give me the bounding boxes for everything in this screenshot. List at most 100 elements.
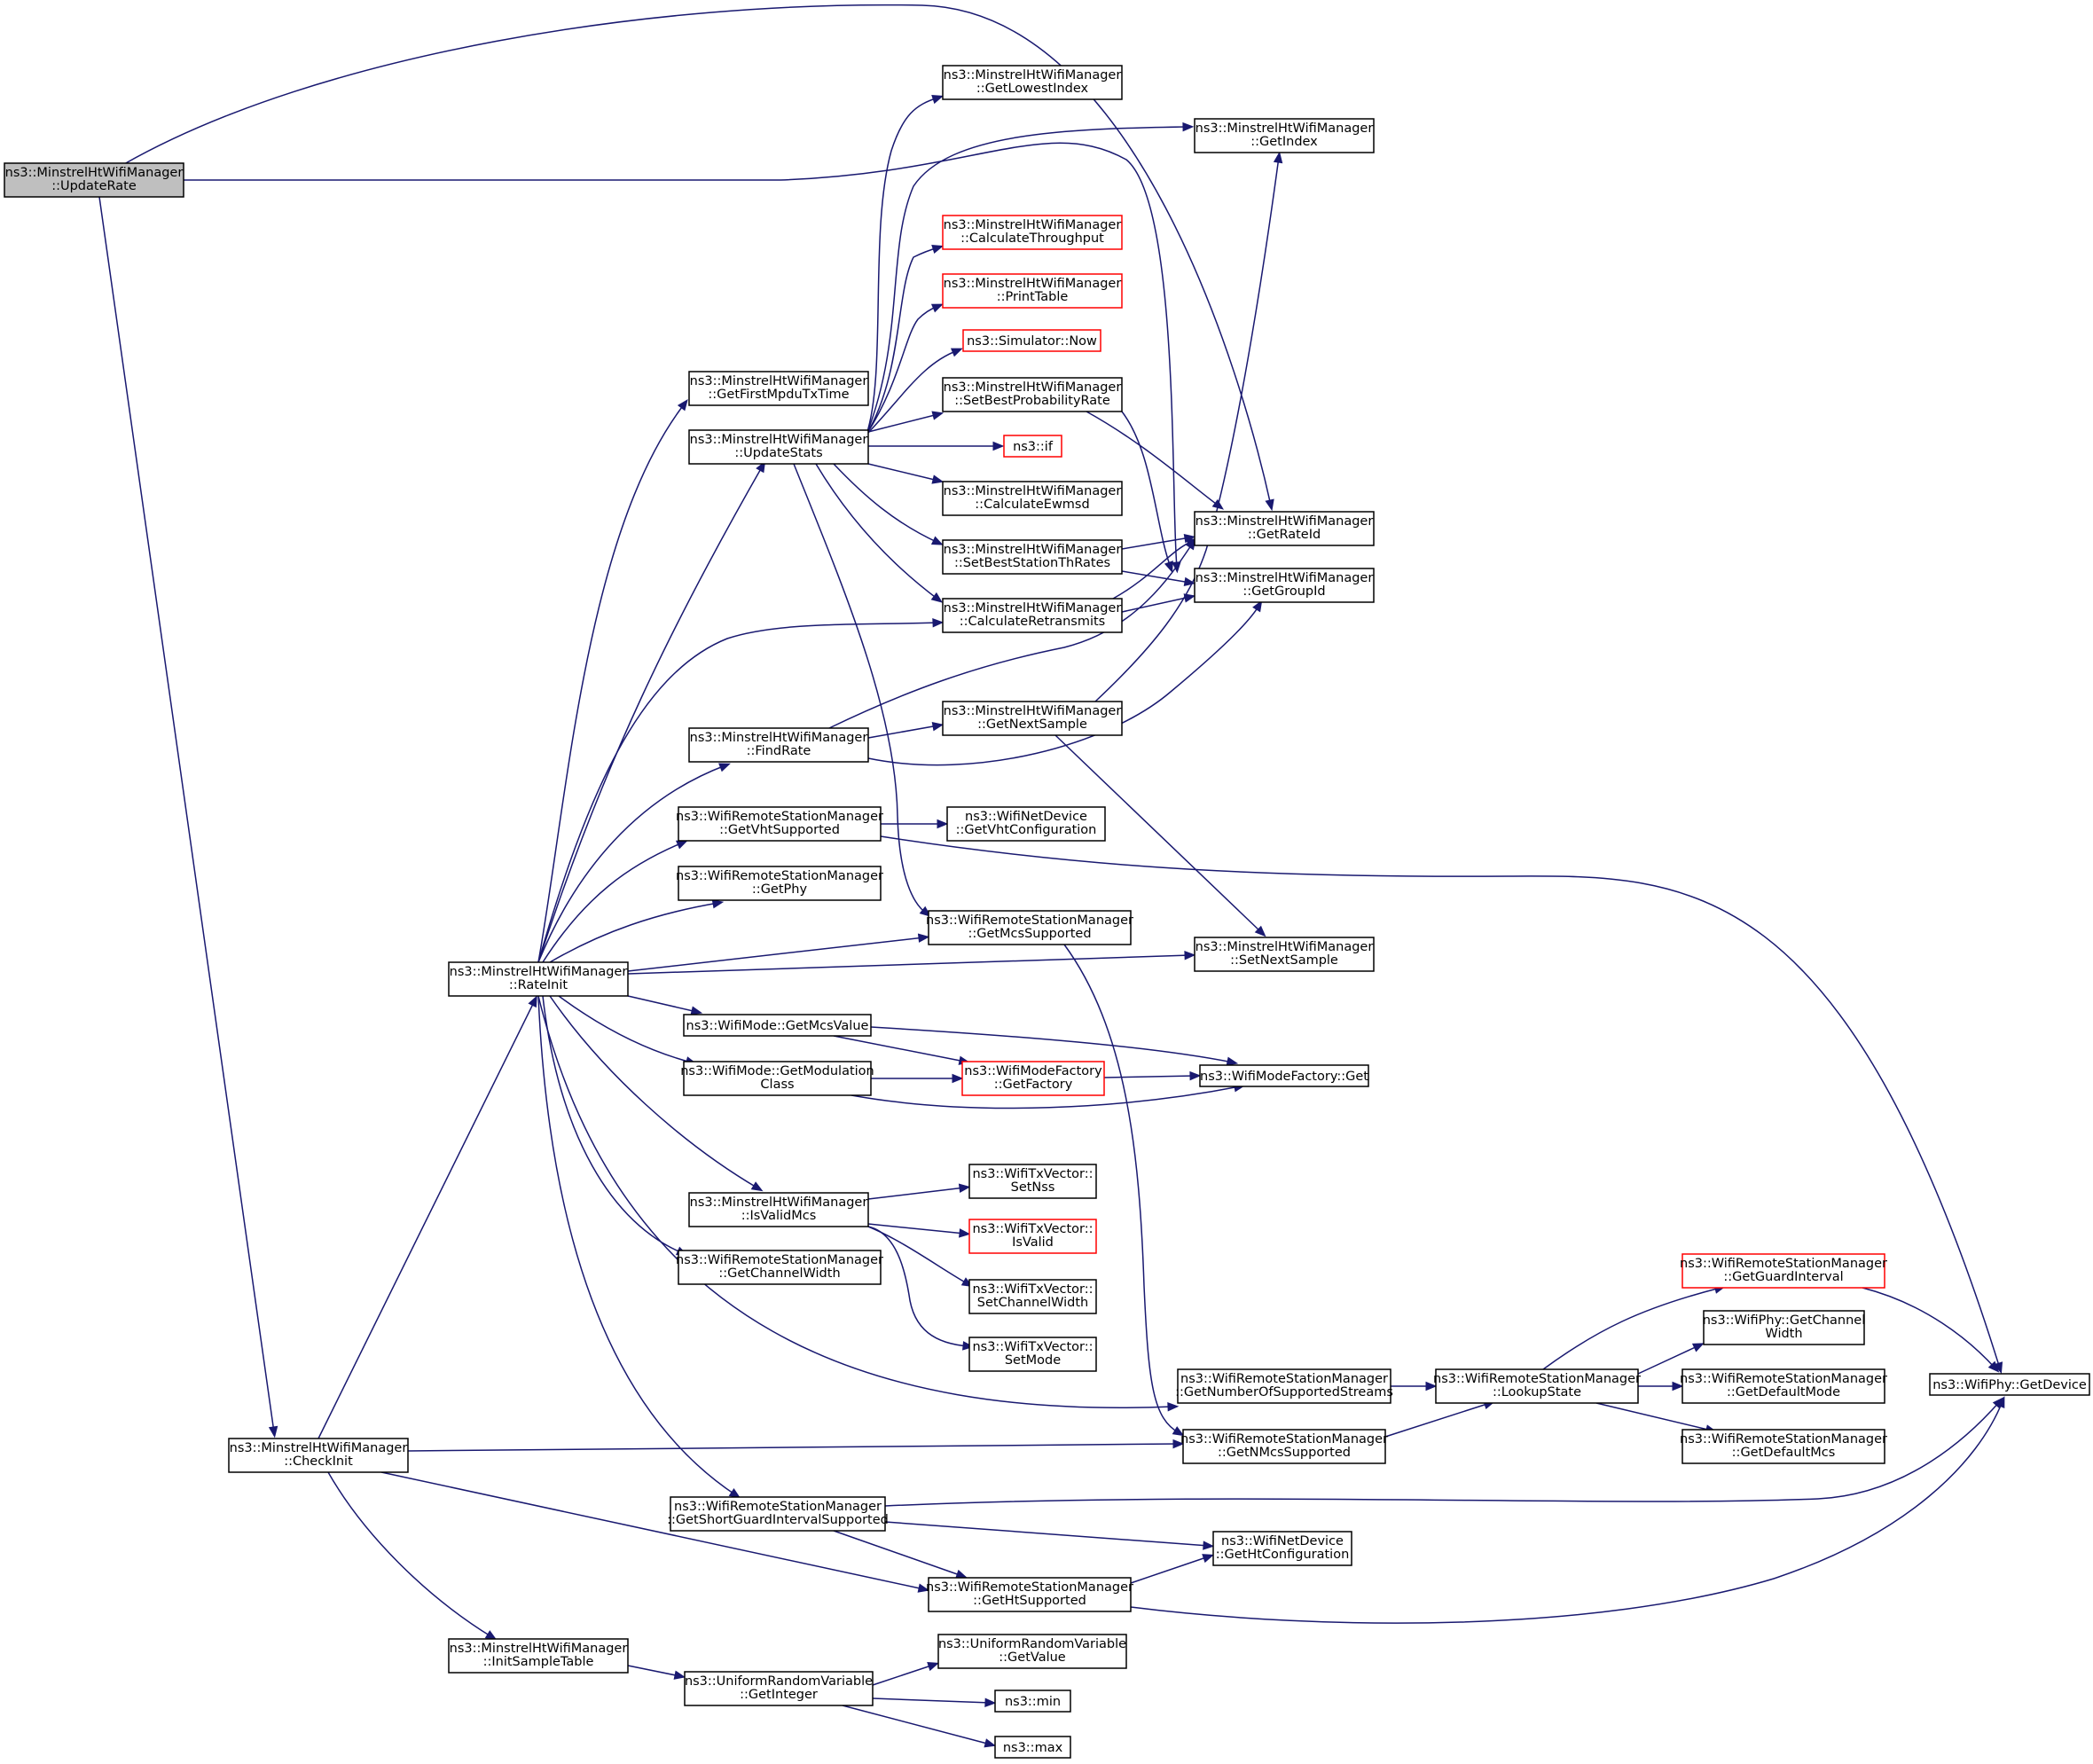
node-getdevice[interactable]: ns3::WifiPhy::GetDevice (1929, 1373, 2090, 1396)
edge-lookupstate-to-phychannelwidth (1637, 1343, 1705, 1375)
node-setnextsample[interactable]: ns3::MinstrelHtWifiManager::SetNextSampl… (1194, 937, 1375, 972)
node-label-line: ns3::Simulator::Now (967, 334, 1097, 349)
node-getnumstreams[interactable]: ns3::WifiRemoteStationManager::GetNumber… (1175, 1368, 1393, 1404)
node-getguardinterval[interactable]: ns3::WifiRemoteStationManager::GetGuardI… (1680, 1253, 1887, 1289)
node-printtable[interactable]: ns3::MinstrelHtWifiManager::PrintTable (942, 273, 1123, 309)
edge-rateinit-to-getchannelwidth (542, 995, 688, 1256)
edge-getsgisupported-to-gethtsupported (833, 1530, 968, 1579)
node-label-line: Width (1765, 1327, 1802, 1341)
node-isvalidmcs[interactable]: ns3::MinstrelHtWifiManager::IsValidMcs (688, 1192, 869, 1227)
node-getvhtconfig[interactable]: ns3::WifiNetDevice::GetVhtConfiguration (946, 806, 1106, 842)
node-getrateid[interactable]: ns3::MinstrelHtWifiManager::GetRateId (1194, 511, 1375, 546)
edge-updatestats-to-simnow (866, 348, 963, 435)
edge-setbestprob-to-getgroupid (1121, 411, 1173, 573)
node-getdefaultmcs[interactable]: ns3::WifiRemoteStationManager::GetDefaul… (1680, 1429, 1887, 1464)
node-getfirstmpdu[interactable]: ns3::MinstrelHtWifiManager::GetFirstMpdu… (688, 371, 869, 406)
node-rateinit[interactable]: ns3::MinstrelHtWifiManager::RateInit (448, 961, 629, 997)
node-box (1177, 1368, 1391, 1404)
node-urvgetinteger[interactable]: ns3::UniformRandomVariable::GetInteger (684, 1671, 874, 1706)
node-getmcssupported[interactable]: ns3::WifiRemoteStationManager::GetMcsSup… (926, 910, 1133, 945)
node-label-line: ns3::WifiTxVector:: (972, 1340, 1093, 1354)
node-urvgetvalue[interactable]: ns3::UniformRandomVariable::GetValue (937, 1634, 1127, 1669)
node-setmode[interactable]: ns3::WifiTxVector::SetMode (968, 1337, 1097, 1372)
node-label-line: ::SetNextSample (1230, 953, 1338, 968)
node-calcthroughput[interactable]: ns3::MinstrelHtWifiManager::CalculateThr… (942, 215, 1123, 250)
node-box (942, 377, 1123, 412)
node-getsgisupported[interactable]: ns3::WifiRemoteStationManager::GetShortG… (667, 1496, 889, 1532)
node-label-line: ::SetBestStationThRates (954, 556, 1110, 570)
edge-gethtsupported-to-gethtconfig (1130, 1554, 1214, 1584)
node-label-line: ::LookupState (1493, 1385, 1581, 1399)
arrowhead (1189, 1070, 1202, 1081)
node-box (678, 1250, 882, 1285)
node-calcretrans[interactable]: ns3::MinstrelHtWifiManager::CalculateRet… (942, 598, 1123, 633)
call-nodes: ns3::MinstrelHtWifiManager::UpdateRatens… (4, 65, 2090, 1759)
node-setbestprob[interactable]: ns3::MinstrelHtWifiManager::SetBestProba… (942, 377, 1123, 412)
node-label-line: ns3::MinstrelHtWifiManager (944, 277, 1122, 291)
arrowhead (1167, 1401, 1180, 1412)
node-findrate[interactable]: ns3::MinstrelHtWifiManager::FindRate (688, 727, 869, 763)
edge-checkinit-to-rateinit (317, 995, 537, 1439)
node-gethtsupported[interactable]: ns3::WifiRemoteStationManager::GetHtSupp… (926, 1577, 1133, 1612)
edge-updatestats-to-calcretrans (815, 463, 944, 603)
node-checkinit[interactable]: ns3::MinstrelHtWifiManager::CheckInit (228, 1438, 409, 1473)
node-if[interactable]: ns3::if (1003, 435, 1062, 458)
node-label-line: ::SetBestProbabilityRate (954, 394, 1110, 408)
edge-getvhtsupported-to-getvhtconfig (881, 819, 949, 829)
node-label-line: ns3::MinstrelHtWifiManager (1195, 571, 1374, 585)
node-getfactory[interactable]: ns3::WifiModeFactory::GetFactory (961, 1061, 1105, 1096)
arrowhead (1672, 1381, 1684, 1392)
node-simnow[interactable]: ns3::Simulator::Now (962, 329, 1101, 352)
arrowhead (1994, 1361, 2003, 1375)
node-getvhtsupported[interactable]: ns3::WifiRemoteStationManager::GetVhtSup… (676, 806, 883, 842)
node-updatestats[interactable]: ns3::MinstrelHtWifiManager::UpdateStats (688, 429, 869, 465)
edge-getnmcs-to-lookupstate (1384, 1400, 1496, 1438)
node-min[interactable]: ns3::min (994, 1690, 1071, 1713)
arrowhead (931, 474, 945, 484)
node-getindex[interactable]: ns3::MinstrelHtWifiManager::GetIndex (1194, 118, 1375, 153)
edge-updatestats-to-if (868, 441, 1005, 451)
node-initsampletable[interactable]: ns3::MinstrelHtWifiManager::InitSampleTa… (448, 1638, 629, 1674)
node-getnextsample[interactable]: ns3::MinstrelHtWifiManager::GetNextSampl… (942, 701, 1123, 736)
node-phychannelwidth[interactable]: ns3::WifiPhy::GetChannelWidth (1703, 1310, 1866, 1345)
arrowhead (919, 906, 931, 917)
node-label-line: ::FindRate (747, 744, 811, 758)
node-box (1681, 1253, 1885, 1289)
node-getgroupid[interactable]: ns3::MinstrelHtWifiManager::GetGroupId (1194, 568, 1375, 603)
node-box (942, 701, 1123, 736)
node-getdefaultmode[interactable]: ns3::WifiRemoteStationManager::GetDefaul… (1680, 1368, 1887, 1404)
node-getnmcs[interactable]: ns3::WifiRemoteStationManager::GetNMcsSu… (1180, 1429, 1388, 1464)
node-label-line: ::GetValue (999, 1650, 1066, 1665)
node-label-line: ns3::WifiRemoteStationManager (676, 869, 883, 883)
node-label-line: ::GetNextSample (977, 717, 1087, 732)
node-getchannelwidth[interactable]: ns3::WifiRemoteStationManager::GetChanne… (676, 1250, 883, 1285)
node-setbeststation[interactable]: ns3::MinstrelHtWifiManager::SetBestStati… (942, 539, 1123, 575)
node-box (4, 162, 184, 198)
node-box (968, 1219, 1097, 1254)
node-box (942, 215, 1123, 250)
node-lookupstate[interactable]: ns3::WifiRemoteStationManager::LookupSta… (1433, 1368, 1641, 1404)
edge-rateinit-to-getfirstmpdu (537, 398, 688, 963)
node-label-line: ns3::WifiNetDevice (1221, 1534, 1344, 1548)
node-label-line: ::GetRateId (1248, 528, 1321, 542)
node-label-line: ns3::WifiRemoteStationManager (1433, 1372, 1641, 1386)
node-label-line: SetChannelWidth (977, 1296, 1088, 1310)
node-label-line: ns3::MinstrelHtWifiManager (944, 218, 1122, 232)
arrowhead (673, 1670, 686, 1680)
node-getphy[interactable]: ns3::WifiRemoteStationManager::GetPhy (676, 866, 883, 901)
node-factoryget[interactable]: ns3::WifiModeFactory::Get (1199, 1064, 1369, 1087)
node-calcewmsd[interactable]: ns3::MinstrelHtWifiManager::CalculateEwm… (942, 481, 1123, 516)
arrowhead (984, 1738, 997, 1748)
node-gethtconfig[interactable]: ns3::WifiNetDevice::GetHtConfiguration (1212, 1531, 1352, 1566)
node-isvalid[interactable]: ns3::WifiTxVector::IsValid (968, 1219, 1097, 1254)
node-setnss[interactable]: ns3::WifiTxVector::SetNss (968, 1164, 1097, 1199)
edge-rateinit-to-isvalidmcs (549, 995, 764, 1192)
node-getmcsvalue[interactable]: ns3::WifiMode::GetMcsValue (683, 1014, 872, 1037)
node-label-line: ::CalculateEwmsd (975, 498, 1089, 512)
node-setchannelwidth[interactable]: ns3::WifiTxVector::SetChannelWidth (968, 1279, 1097, 1314)
node-max[interactable]: ns3::max (994, 1736, 1071, 1759)
edge-lookupstate-to-getdefaultmcs (1595, 1402, 1718, 1434)
node-updaterate[interactable]: ns3::MinstrelHtWifiManager::UpdateRate (4, 162, 184, 198)
node-getlowestindex[interactable]: ns3::MinstrelHtWifiManager::GetLowestInd… (942, 65, 1123, 100)
